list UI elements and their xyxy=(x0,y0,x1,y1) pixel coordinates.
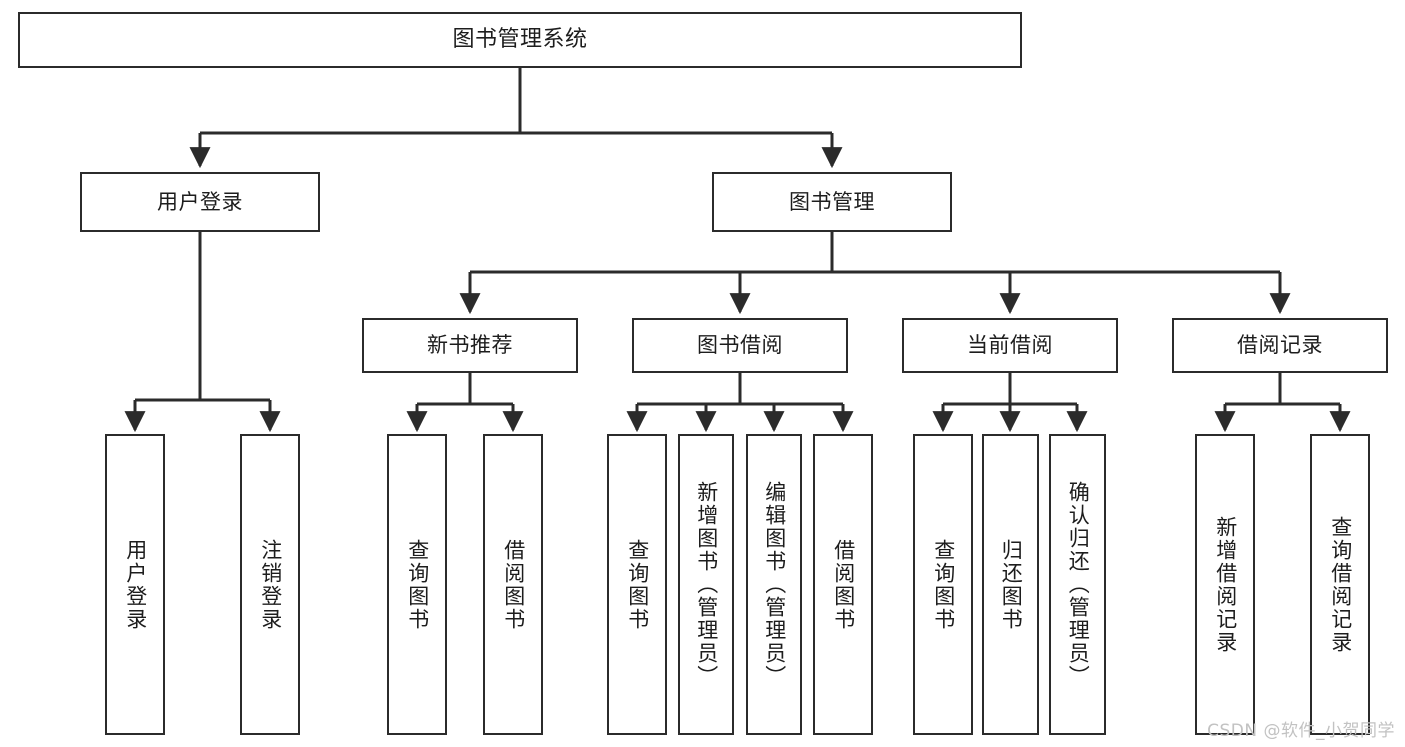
node-leaf-user-login-label: 用户登录 xyxy=(123,538,148,631)
node-root[interactable]: 图书管理系统 xyxy=(18,12,1022,68)
node-new-book-rec-label: 新书推荐 xyxy=(427,333,513,358)
node-leaf-query-record-label: 查询借阅记录 xyxy=(1328,515,1353,654)
node-leaf-confirm-return[interactable]: 确认归还（管理员） xyxy=(1049,434,1106,735)
node-new-book-rec[interactable]: 新书推荐 xyxy=(362,318,578,373)
node-leaf-query-book-1[interactable]: 查询图书 xyxy=(387,434,447,735)
node-leaf-confirm-return-label: 确认归还（管理员） xyxy=(1066,481,1091,688)
node-current-borrow[interactable]: 当前借阅 xyxy=(902,318,1118,373)
node-leaf-query-book-2-label: 查询图书 xyxy=(625,538,650,631)
node-leaf-query-book-3-label: 查询图书 xyxy=(931,538,956,631)
node-leaf-add-book[interactable]: 新增图书（管理员） xyxy=(678,434,734,735)
node-leaf-add-book-label: 新增图书（管理员） xyxy=(694,481,719,688)
node-leaf-add-record[interactable]: 新增借阅记录 xyxy=(1195,434,1255,735)
node-leaf-return-book-label: 归还图书 xyxy=(999,538,1024,631)
node-leaf-return-book[interactable]: 归还图书 xyxy=(982,434,1039,735)
node-leaf-user-logout[interactable]: 注销登录 xyxy=(240,434,300,735)
node-leaf-borrow-book-2-label: 借阅图书 xyxy=(831,538,856,631)
node-borrow-record[interactable]: 借阅记录 xyxy=(1172,318,1388,373)
node-user-login[interactable]: 用户登录 xyxy=(80,172,320,232)
node-leaf-user-logout-label: 注销登录 xyxy=(258,538,283,631)
node-book-borrow[interactable]: 图书借阅 xyxy=(632,318,848,373)
node-leaf-add-record-label: 新增借阅记录 xyxy=(1213,515,1238,654)
node-leaf-query-book-3[interactable]: 查询图书 xyxy=(913,434,973,735)
node-current-borrow-label: 当前借阅 xyxy=(967,333,1053,358)
node-leaf-query-book-2[interactable]: 查询图书 xyxy=(607,434,667,735)
node-leaf-edit-book-label: 编辑图书（管理员） xyxy=(762,481,787,688)
node-root-label: 图书管理系统 xyxy=(452,27,588,53)
node-user-login-label: 用户登录 xyxy=(157,189,243,214)
node-leaf-borrow-book-1[interactable]: 借阅图书 xyxy=(483,434,543,735)
node-leaf-edit-book[interactable]: 编辑图书（管理员） xyxy=(746,434,802,735)
node-book-borrow-label: 图书借阅 xyxy=(697,333,783,358)
node-leaf-query-book-1-label: 查询图书 xyxy=(405,538,430,631)
csdn-watermark: CSDN @软件_小贺同学 xyxy=(1207,721,1395,741)
node-leaf-borrow-book-1-label: 借阅图书 xyxy=(501,538,526,631)
node-book-manage[interactable]: 图书管理 xyxy=(712,172,952,232)
node-leaf-query-record[interactable]: 查询借阅记录 xyxy=(1310,434,1370,735)
node-leaf-user-login[interactable]: 用户登录 xyxy=(105,434,165,735)
node-leaf-borrow-book-2[interactable]: 借阅图书 xyxy=(813,434,873,735)
node-book-manage-label: 图书管理 xyxy=(789,189,875,214)
node-borrow-record-label: 借阅记录 xyxy=(1237,333,1323,358)
